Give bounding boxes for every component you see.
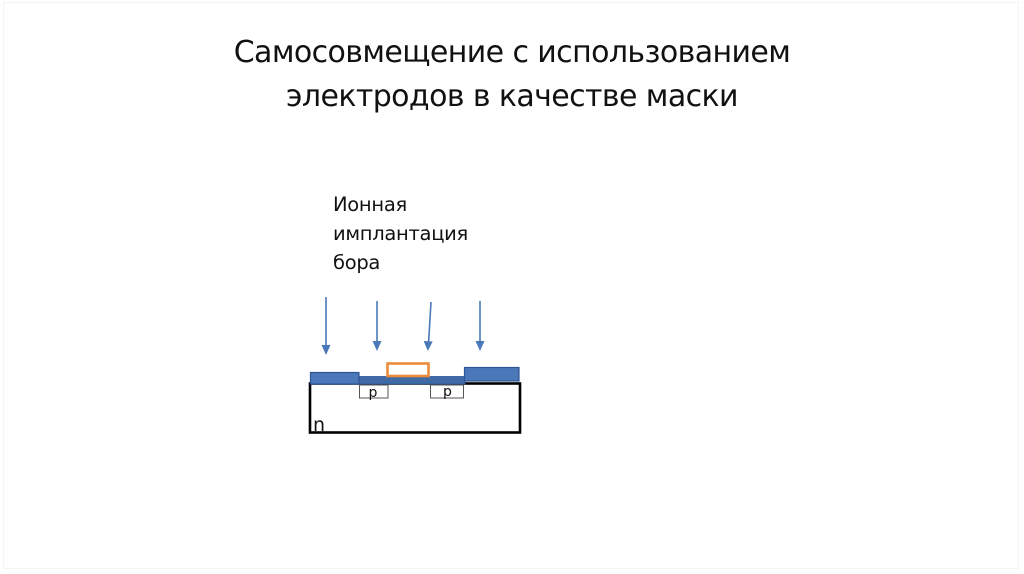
implantation-annotation: Ионная имплантация бора: [333, 190, 468, 277]
n-label: n: [313, 414, 325, 436]
annotation-line-3: бора: [333, 251, 381, 274]
annotation-line-1: Ионная: [333, 193, 407, 216]
ion-beam-arrows: [321, 297, 485, 355]
arrow-down-icon: [321, 297, 331, 355]
electrode-right: [463, 366, 520, 382]
p-label-left: p: [369, 385, 378, 401]
p-region-right: [430, 384, 464, 399]
p-label-right: p: [443, 384, 452, 400]
p-region-left: [359, 384, 389, 399]
electrode-left: [309, 371, 360, 385]
annotation-line-2: имплантация: [333, 222, 468, 245]
n-substrate: [308, 382, 522, 434]
title-line-2: электродов в качестве маски: [286, 79, 738, 114]
slide-title: Самосовмещение с использованием электрод…: [0, 31, 1024, 119]
arrow-down-icon: [423, 301, 433, 351]
title-line-1: Самосовмещение с использованием: [233, 35, 791, 70]
arrow-down-icon: [475, 301, 485, 351]
slide-canvas: [3, 2, 1019, 569]
arrow-down-icon: [372, 301, 382, 351]
thin-oxide-layer: [358, 376, 466, 385]
gate-electrode: [386, 362, 430, 378]
